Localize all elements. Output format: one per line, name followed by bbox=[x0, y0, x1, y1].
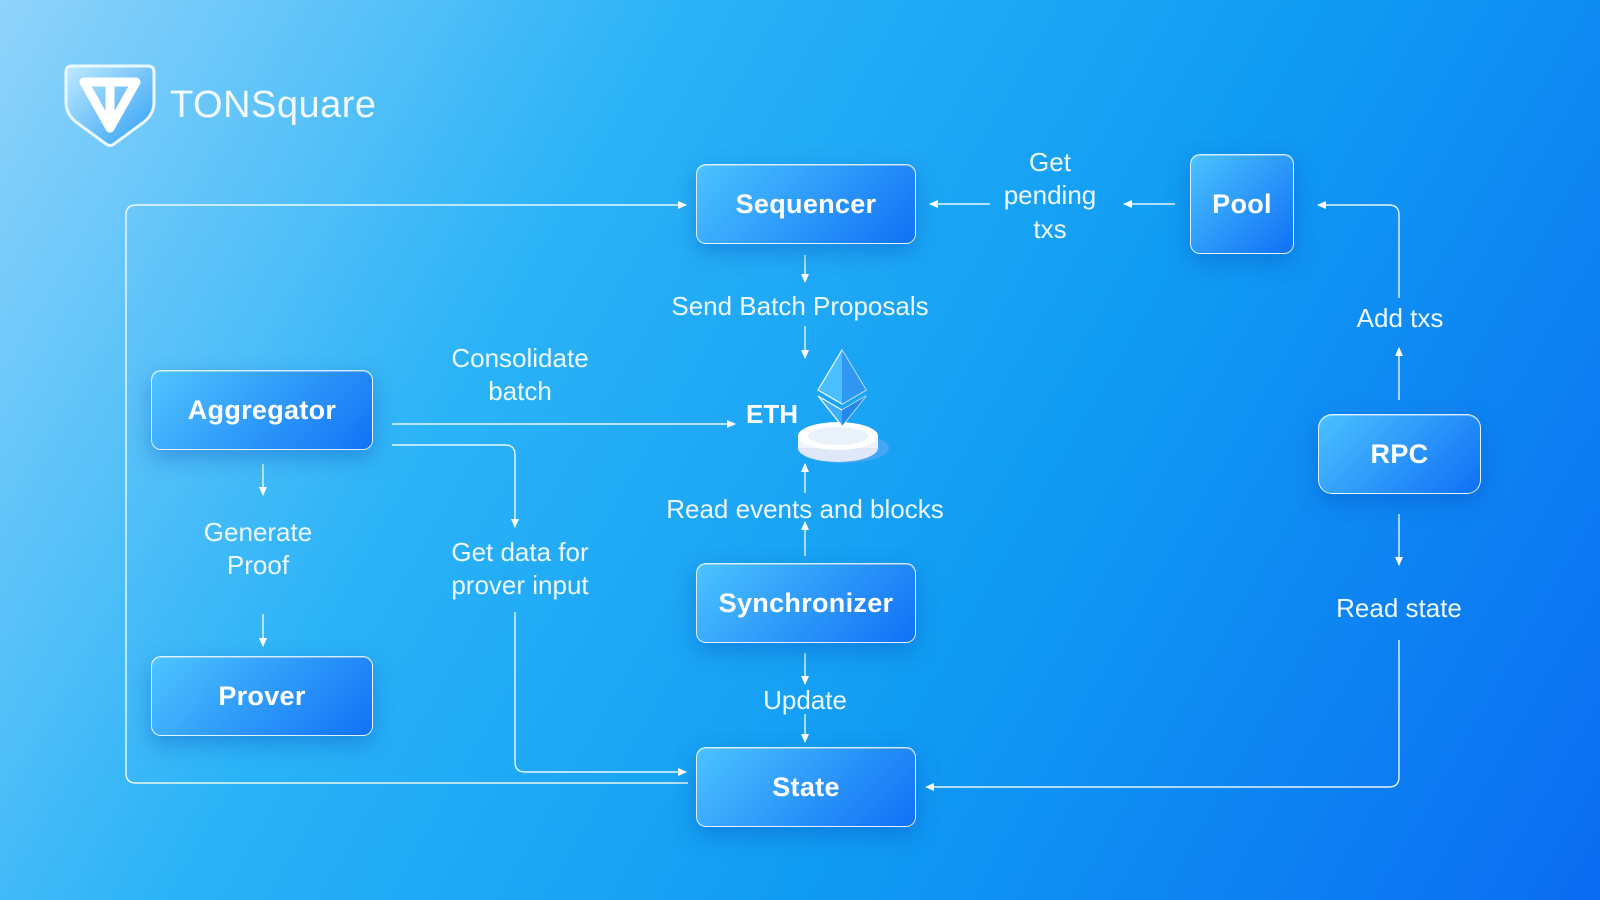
ton-shield-logo-icon bbox=[64, 64, 156, 147]
synchronizer-label: Synchronizer bbox=[718, 587, 894, 618]
add-txs-label: Add txs bbox=[1356, 303, 1444, 333]
brand-name: TONSquare bbox=[170, 83, 377, 126]
prover-node: Prover bbox=[151, 656, 373, 736]
state-label: State bbox=[772, 771, 840, 802]
pool-label: Pool bbox=[1212, 188, 1272, 219]
pool-node: Pool bbox=[1190, 154, 1294, 254]
read-state-label: Read state bbox=[1336, 593, 1462, 623]
rpc-node: RPC bbox=[1318, 414, 1481, 494]
sequencer-label: Sequencer bbox=[735, 188, 877, 219]
eth-label: ETH bbox=[746, 399, 798, 429]
send-batch-proposals-label: Send Batch Proposals bbox=[671, 291, 929, 321]
get-data-prover-input-label: Get data for prover input bbox=[451, 537, 589, 601]
prover-label: Prover bbox=[218, 680, 306, 711]
read-events-blocks-label: Read events and blocks bbox=[666, 494, 944, 524]
prover-input-to-state-line bbox=[514, 612, 687, 776]
aggregator-node: Aggregator bbox=[151, 370, 373, 450]
aggregator-to-prover-input-line bbox=[392, 444, 519, 528]
rpc-label: RPC bbox=[1370, 438, 1429, 469]
brand-logo: TONSquare bbox=[58, 62, 377, 148]
synchronizer-node: Synchronizer bbox=[696, 563, 916, 643]
state-node: State bbox=[696, 747, 916, 827]
ethereum-diamond-icon bbox=[797, 348, 889, 463]
addtxs-to-pool-line bbox=[1317, 201, 1400, 298]
consolidate-batch-label: Consolidate batch bbox=[451, 343, 589, 407]
readstate-to-state-line bbox=[925, 640, 1400, 791]
generate-proof-label: Generate Proof bbox=[203, 517, 313, 581]
get-pending-txs-label: Get pending txs bbox=[1003, 147, 1097, 244]
aggregator-label: Aggregator bbox=[187, 394, 337, 425]
update-label: Update bbox=[763, 685, 847, 715]
sequencer-node: Sequencer bbox=[696, 164, 916, 244]
